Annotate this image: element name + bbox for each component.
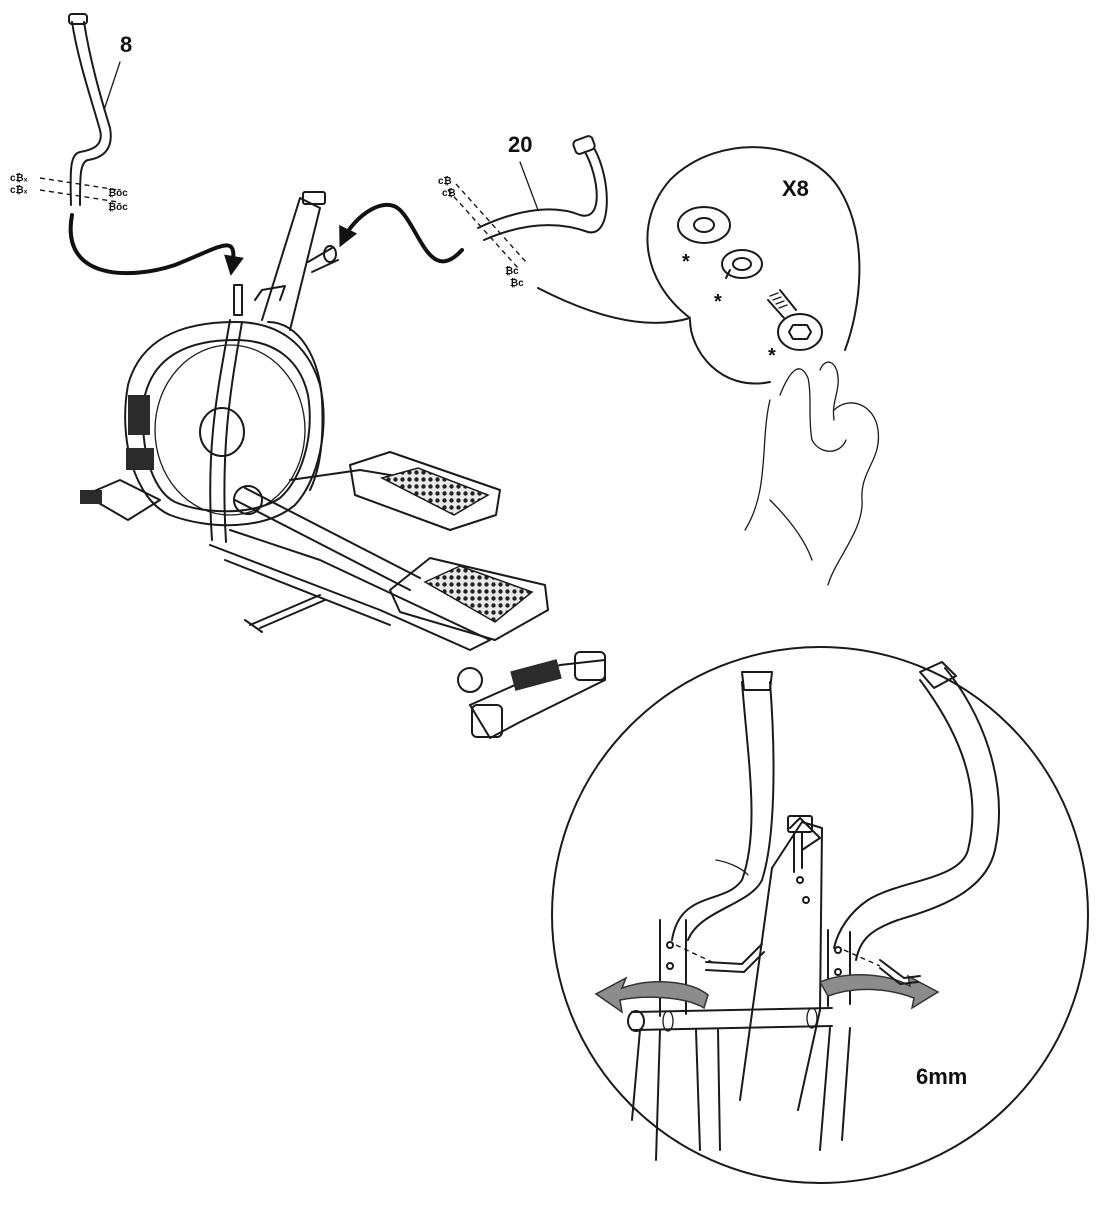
svg-text:c₿ₓ: c₿ₓ <box>10 184 28 196</box>
svg-text:₿c: ₿c <box>505 265 519 277</box>
arrow-part-20 <box>339 202 464 264</box>
svg-text:c₿: c₿ <box>442 187 456 199</box>
flat-washer-icon <box>677 206 731 244</box>
quantity-label: X8 <box>782 176 809 201</box>
svg-text:₿ōc: ₿ōc <box>108 201 128 213</box>
rotation-arrow-icon <box>594 976 709 1014</box>
rotation-arrow-icon <box>818 974 940 1010</box>
svg-text:₿c: ₿c <box>510 277 524 289</box>
hardware-callout: X8 * * * <box>537 146 861 385</box>
svg-text:c₿ₓ: c₿ₓ <box>10 172 28 184</box>
hardware-set-left: c₿ₓ c₿ₓ ₿ōc ₿ōc <box>10 172 128 213</box>
button-head-bolt-icon <box>767 289 823 351</box>
star-marker: * <box>768 345 776 367</box>
star-marker: * <box>714 291 722 313</box>
svg-text:₿ōc: ₿ōc <box>108 187 128 199</box>
hardware-set-right: c₿ c₿ ₿c ₿c <box>438 175 527 289</box>
spring-washer-icon <box>721 249 763 279</box>
hex-key-icon <box>705 943 765 973</box>
arrow-part-8 <box>68 213 244 276</box>
star-marker: * <box>682 251 690 273</box>
left-handlebar-part: c₿ₓ c₿ₓ ₿ōc ₿ōc <box>10 13 128 213</box>
detail-circle: 6mm <box>551 646 1089 1184</box>
hand-illustration <box>744 361 880 586</box>
elliptical-trainer <box>80 191 606 739</box>
part-number-20: 20 <box>508 132 532 157</box>
svg-text:c₿: c₿ <box>438 175 452 187</box>
part-number-8: 8 <box>120 32 132 57</box>
right-handlebar-part: c₿ c₿ ₿c ₿c <box>438 135 608 289</box>
hex-key-icon <box>879 959 921 985</box>
pedal-lower <box>389 557 549 641</box>
tool-size-label: 6mm <box>916 1064 967 1089</box>
pedal-upper <box>349 451 501 531</box>
